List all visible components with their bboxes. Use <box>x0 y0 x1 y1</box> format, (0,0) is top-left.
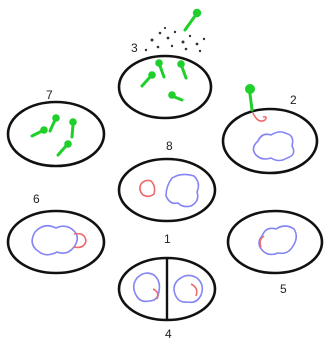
stage-label-7: 7 <box>46 88 53 102</box>
bacteriophage-icon <box>30 126 48 138</box>
cell-stage-8: 8 <box>117 139 217 223</box>
bacteriophage-icon <box>168 91 184 102</box>
stage-label-3: 3 <box>131 41 138 55</box>
bacteriophage-icon <box>155 59 166 79</box>
cell-stage-3: 3 <box>117 8 213 120</box>
dna-fragment-icon <box>259 235 265 248</box>
bacterial-cell-icon <box>117 54 213 120</box>
bacterial-cell-icon <box>6 100 106 168</box>
chromosome-loop-icon <box>165 173 200 208</box>
bacterial-cell-icon <box>6 209 106 275</box>
lysis-debris <box>144 26 206 53</box>
bacteriophage-icon <box>140 71 156 88</box>
stage-label-1: 1 <box>164 232 171 246</box>
chromosome-loop-icon <box>132 272 161 303</box>
bacteriophage-icon <box>48 114 60 133</box>
chromosome-loop-icon <box>252 131 295 162</box>
cell-stage-1-4-dividing: 1 4 <box>117 232 217 341</box>
bacterial-cell-icon <box>226 209 324 275</box>
cell-stage-5: 5 <box>226 209 324 296</box>
bacteriophage-icon <box>245 84 255 112</box>
cell-stage-7: 7 <box>6 88 106 168</box>
dna-fragment-icon <box>139 179 156 198</box>
bacteriophage-icon <box>56 140 72 157</box>
stage-label-8: 8 <box>166 139 173 153</box>
stage-label-5: 5 <box>280 282 287 296</box>
dna-fragment-icon <box>252 112 267 122</box>
bacterial-cell-icon <box>221 107 319 175</box>
cell-stage-2: 2 <box>221 84 319 175</box>
stage-label-4: 4 <box>165 327 172 341</box>
stage-label-2: 2 <box>290 93 297 107</box>
chromosome-loop-icon <box>173 274 204 304</box>
cell-stage-6: 6 <box>6 192 106 275</box>
stage-label-6: 6 <box>33 192 40 206</box>
bacteriophage-icon <box>183 8 202 32</box>
bacteriophage-icon <box>177 60 188 80</box>
dna-fragment-icon <box>152 288 159 300</box>
chromosome-loop-icon <box>258 225 298 256</box>
dna-fragment-icon <box>190 283 198 297</box>
dna-fragment-icon <box>73 232 87 249</box>
bacteriophage-icon <box>69 118 77 139</box>
